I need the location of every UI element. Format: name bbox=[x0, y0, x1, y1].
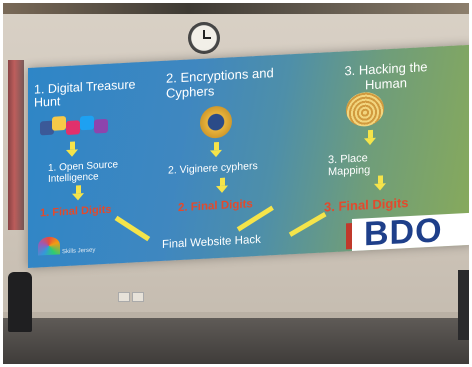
social-media-icons bbox=[40, 114, 110, 140]
right-furniture bbox=[458, 270, 472, 340]
down-arrow bbox=[374, 183, 386, 191]
bdo-logo: BDO bbox=[352, 211, 472, 253]
down-arrow bbox=[216, 185, 228, 194]
col2-title: 2. Encryptions and Cyphers bbox=[166, 65, 274, 101]
chair bbox=[8, 272, 32, 332]
down-arrow bbox=[66, 149, 78, 158]
down-arrow bbox=[364, 137, 376, 146]
converge-arrow-right bbox=[288, 211, 327, 237]
col1-final-digits: 1. Final Digits bbox=[40, 203, 112, 220]
power-socket bbox=[118, 292, 130, 302]
skirting-board bbox=[0, 312, 472, 320]
skills-jersey-text: Skills Jersey bbox=[62, 247, 96, 256]
final-website-hack: Final Website Hack bbox=[162, 233, 261, 251]
fingerprint-icon bbox=[346, 91, 384, 128]
col1-title: 1. Digital Treasure Hunt bbox=[34, 77, 136, 110]
converge-arrow-left bbox=[114, 215, 151, 242]
floor bbox=[0, 318, 472, 367]
skills-jersey-logo bbox=[38, 236, 60, 256]
col2-step: 2. Viginere cyphers bbox=[168, 159, 258, 177]
down-arrow bbox=[72, 193, 84, 201]
col3-final-digits: 3. Final Digits bbox=[324, 195, 409, 215]
cipher-wheel-icon bbox=[200, 105, 232, 139]
col3-title: 3. Hacking the Human bbox=[344, 59, 428, 93]
ceiling-edge bbox=[0, 0, 472, 14]
col2-final-digits: 2. Final Digits bbox=[178, 198, 253, 215]
projected-slide: 1. Digital Treasure Hunt 1. Open Source … bbox=[28, 44, 472, 269]
power-socket bbox=[132, 292, 144, 302]
col1-step: 1. Open Source Intelligence bbox=[48, 159, 119, 185]
col3-step: 3. Place Mapping bbox=[328, 152, 371, 179]
left-wall-poster bbox=[8, 60, 24, 230]
wall-clock bbox=[188, 22, 220, 54]
down-arrow bbox=[210, 149, 222, 158]
